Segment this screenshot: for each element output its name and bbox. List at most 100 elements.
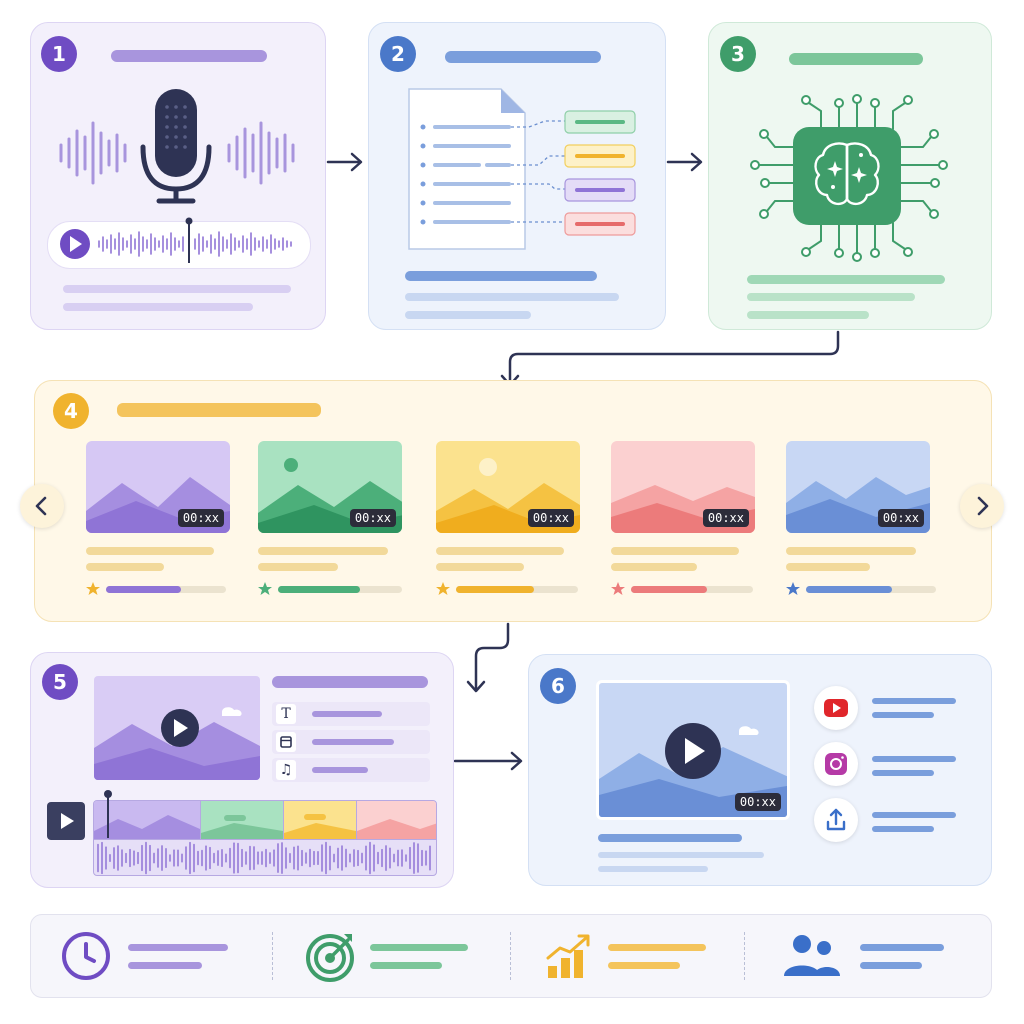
users-icon: [784, 935, 840, 976]
ai-brain-icon: [750, 94, 948, 262]
timeline-play-button[interactable]: [47, 802, 85, 840]
clip-rating-fill: [106, 586, 181, 593]
youtube-icon: [824, 699, 848, 717]
youtube-label-line-1: [872, 698, 956, 704]
benefit-3-line-2: [608, 962, 680, 969]
microphone-icon: [59, 89, 295, 204]
clip-duration: 00:xx: [349, 509, 396, 527]
benefit-4-line-1: [860, 944, 944, 951]
carousel-prev-button[interactable]: [20, 484, 64, 528]
clip-title-line: [86, 547, 214, 555]
star-icon: [786, 582, 800, 595]
footer-divider: [272, 932, 273, 980]
benefit-3-line-1: [608, 944, 706, 951]
step-1-badge: 1: [41, 36, 77, 72]
step-2-desc-line-2: [405, 293, 619, 301]
clip-duration: 00:xx: [527, 509, 574, 527]
clip-thumbnail: 00:xx: [258, 441, 402, 533]
editor-tool-music[interactable]: ♫: [272, 758, 430, 782]
tool-label-line: [312, 711, 382, 717]
step-5-badge: 5: [42, 664, 78, 700]
benefit-1-line-2: [128, 962, 202, 969]
instagram-label-line-1: [872, 756, 956, 762]
step-3-desc-line-2: [747, 293, 915, 301]
clip-thumbnail: 00:xx: [611, 441, 755, 533]
tool-label-line: [312, 767, 368, 773]
clip-rating-fill: [456, 586, 534, 593]
clip-subtitle-line: [86, 563, 164, 571]
video-desc-line-1: [598, 852, 764, 858]
step-1-desc-line-2: [63, 303, 253, 311]
step-2-panel: 2: [368, 22, 666, 330]
frame-icon: [276, 732, 296, 752]
clip-thumbnail: 00:xx: [86, 441, 230, 533]
star-icon: [258, 582, 272, 595]
tool-label-line: [312, 739, 394, 745]
step-3-desc-line-1: [747, 275, 945, 284]
document-icon: [408, 88, 636, 250]
clip-subtitle-line: [611, 563, 697, 571]
clip-title-line: [786, 547, 916, 555]
instagram-icon: [825, 753, 847, 775]
growth-chart-icon: [546, 934, 590, 978]
clip-thumbnail: 00:xx: [436, 441, 580, 533]
step-3-panel: 3: [708, 22, 992, 330]
chevron-right-icon: [977, 496, 989, 516]
clip-duration: 00:xx: [702, 509, 749, 527]
benefit-2-line-2: [370, 962, 442, 969]
final-video-preview[interactable]: 00:xx: [596, 680, 790, 820]
clip-duration: 00:xx: [877, 509, 924, 527]
step-2-title-bar: [445, 51, 601, 63]
step-6-badge: 6: [540, 668, 576, 704]
upload-label-line-1: [872, 812, 956, 818]
music-icon: ♫: [276, 760, 296, 780]
clip-duration: 00:xx: [177, 509, 224, 527]
step-3-desc-line-3: [747, 311, 869, 319]
video-duration: 00:xx: [734, 793, 781, 811]
clip-title-line: [258, 547, 388, 555]
clip-rating-fill: [278, 586, 360, 593]
clip-rating-fill: [631, 586, 707, 593]
timeline-tracks: [94, 801, 436, 875]
footer-divider: [744, 932, 745, 980]
step-3-title-bar: [789, 53, 923, 65]
step-1-title-bar: [111, 50, 267, 62]
clip-title-line: [611, 547, 739, 555]
step-2-badge: 2: [380, 36, 416, 72]
clip-subtitle-line: [436, 563, 524, 571]
target-icon: [306, 934, 354, 982]
editor-title-bar: [272, 676, 428, 688]
step-4-title-bar: [117, 403, 321, 417]
benefit-1-line-1: [128, 944, 228, 951]
step-3-badge: 3: [720, 36, 756, 72]
star-icon: [611, 582, 625, 595]
clip-title-line: [436, 547, 564, 555]
timeline-playhead: [104, 790, 112, 838]
clock-icon: [62, 932, 110, 980]
clip-thumbnail: 00:xx: [786, 441, 930, 533]
star-icon: [436, 582, 450, 595]
audio-waveform: [60, 217, 292, 263]
step-2-desc-line-3: [405, 311, 531, 319]
clip-subtitle-line: [786, 563, 870, 571]
upload-icon: [826, 808, 846, 831]
step-1-panel: 1: [30, 22, 326, 330]
publish-youtube-button[interactable]: [814, 686, 858, 730]
star-icon: [86, 582, 100, 595]
upload-label-line-2: [872, 826, 934, 832]
upload-button[interactable]: [814, 798, 858, 842]
editor-preview[interactable]: [94, 676, 260, 780]
video-title-line: [598, 834, 742, 842]
carousel-next-button[interactable]: [960, 484, 1004, 528]
text-icon: T: [276, 704, 296, 724]
publish-instagram-button[interactable]: [814, 742, 858, 786]
timeline[interactable]: [93, 800, 437, 876]
benefits-footer: [30, 914, 992, 998]
editor-tool-frame[interactable]: [272, 730, 430, 754]
editor-tool-text[interactable]: T: [272, 702, 430, 726]
play-icon: [61, 813, 74, 829]
video-desc-line-2: [598, 866, 708, 872]
step-2-desc-line-1: [405, 271, 597, 281]
step-1-desc-line-1: [63, 285, 291, 293]
clip-subtitle-line: [258, 563, 338, 571]
